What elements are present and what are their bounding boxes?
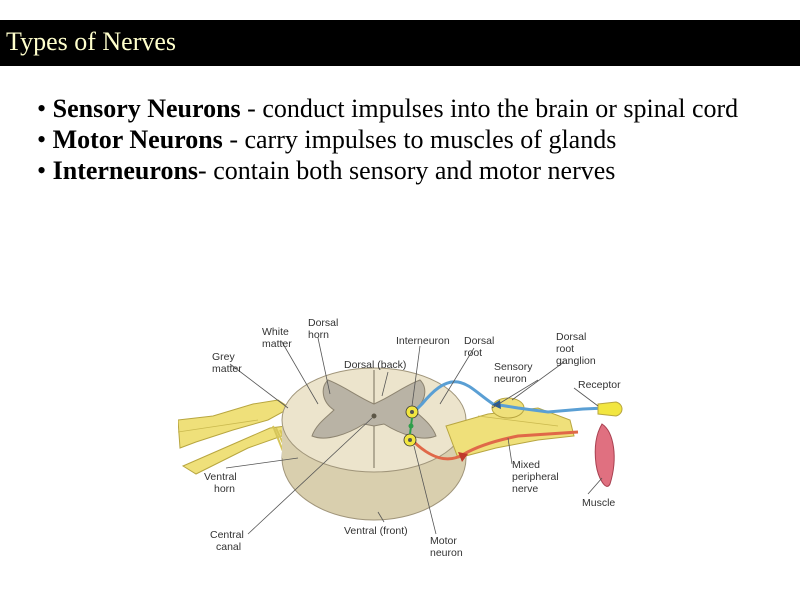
label-ventral-front: Ventral (front): [344, 525, 408, 537]
label-dorsal-back: Dorsal (back): [344, 359, 406, 371]
bullet-term: Motor Neurons: [52, 125, 223, 154]
bullet-text: - carry impulses to muscles of glands: [222, 125, 617, 154]
bullet-text: - conduct impulses into the brain or spi…: [240, 94, 739, 123]
spinal-cord: [281, 367, 467, 521]
bullet-marker: •: [37, 125, 47, 154]
right-spinal-nerve: [445, 397, 575, 459]
bullet-term: Sensory Neurons: [52, 94, 241, 123]
slide-title: Types of Nerves: [6, 27, 177, 56]
bullet-text: - contain both sensory and motor nerves: [198, 156, 616, 185]
bullet-item-motor: • Motor Neurons - carry impulses to musc…: [37, 124, 777, 155]
grey-matter-shape: [311, 379, 437, 439]
bullet-item-interneurons: • Interneurons- contain both sensory and…: [37, 155, 777, 186]
receptor-shape: [597, 401, 623, 417]
bullet-term: Interneurons: [52, 156, 199, 185]
bullet-list: • Sensory Neurons - conduct impulses int…: [37, 93, 777, 186]
sensory-pathway: [410, 380, 607, 416]
title-bar: Types of Nerves: [0, 20, 800, 66]
bullet-item-sensory: • Sensory Neurons - conduct impulses int…: [37, 93, 777, 124]
leader-lines: [225, 337, 603, 535]
bullet-marker: •: [37, 94, 47, 123]
label-interneuron: Interneuron: [396, 335, 450, 347]
label-muscle: Muscle: [582, 497, 615, 509]
bullet-marker: •: [37, 156, 47, 185]
label-receptor: Receptor: [578, 379, 621, 391]
central-canal-shape: [371, 413, 377, 419]
muscle-shape: [594, 423, 615, 487]
